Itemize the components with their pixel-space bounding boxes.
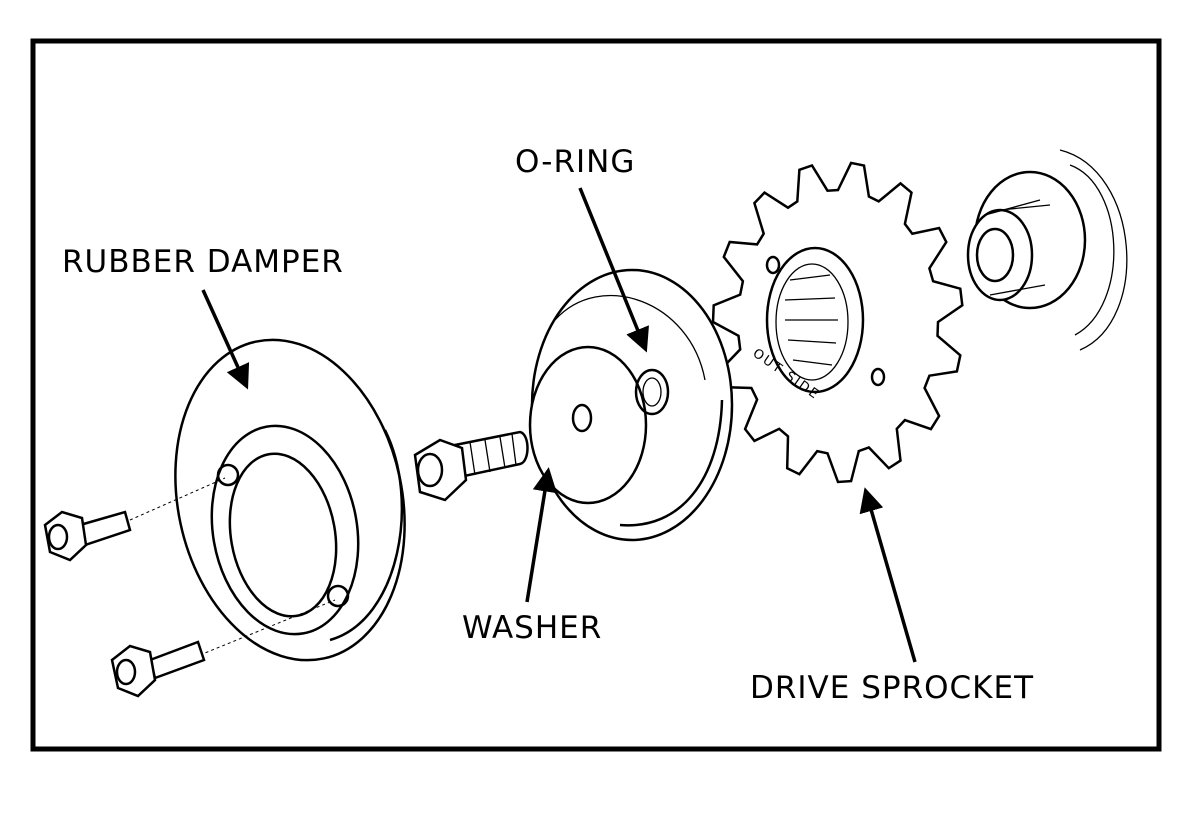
label-washer: WASHER bbox=[462, 610, 602, 646]
rubber-damper bbox=[129, 338, 406, 662]
damper-bolt-lower bbox=[110, 640, 206, 698]
center-bolt bbox=[413, 430, 529, 502]
washer bbox=[528, 268, 734, 542]
arrow-drive-sprocket bbox=[859, 487, 917, 663]
diagram-frame bbox=[30, 38, 1162, 752]
splined-hub bbox=[966, 149, 1128, 351]
drive-sprocket: OUT SIDE bbox=[711, 161, 964, 484]
label-rubber-damper: RUBBER DAMPER bbox=[62, 244, 344, 280]
damper-bolt-upper bbox=[43, 510, 132, 562]
label-drive-sprocket: DRIVE SPROCKET bbox=[750, 670, 1034, 706]
label-o-ring: O-RING bbox=[515, 144, 635, 180]
arrow-rubber-damper bbox=[201, 289, 250, 390]
arrow-o-ring bbox=[578, 187, 649, 353]
arrow-washer bbox=[525, 467, 557, 603]
